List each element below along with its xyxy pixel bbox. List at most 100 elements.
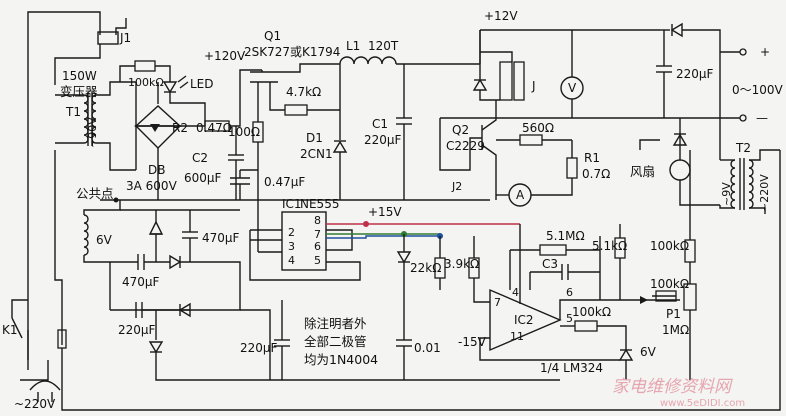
pin-7: 7 [314, 228, 321, 241]
led-resistor [134, 60, 156, 72]
label-c220-out: 220μF [676, 67, 714, 81]
label-15v: +15V [368, 205, 402, 219]
bridge-rectifier-db [134, 82, 205, 200]
output-section [440, 22, 747, 160]
label-t1-primary: ~90V [86, 117, 99, 148]
pin-3: 3 [288, 240, 295, 253]
r-560 [519, 134, 543, 146]
label-r100k-c: 100kΩ [650, 277, 689, 291]
label-meter-a: A [516, 188, 525, 202]
label-r2: R2 [172, 121, 188, 135]
aux-supply [109, 209, 560, 381]
label-r1: R1 [584, 151, 600, 165]
pin-6: 6 [314, 240, 321, 253]
label-common-point: 公共点 [76, 186, 114, 201]
pin-ic2-4: 4 [512, 286, 519, 299]
label-r100k-a: 100kΩ [650, 239, 689, 253]
label-minus15v: -15V [458, 335, 487, 349]
label-c220-b: 220μF [240, 341, 278, 355]
label-r22k: 22kΩ [410, 261, 441, 275]
label-q2: Q2 [452, 123, 469, 137]
label-120v: +120V [204, 49, 246, 63]
label-db-value: 3A 600V [126, 179, 178, 193]
label-r3k9: 3.9kΩ [444, 257, 479, 271]
label-q1: Q1 [264, 29, 281, 43]
label-l1-value: 120T [368, 39, 399, 53]
note-line2: 全部二极管 [304, 334, 367, 349]
label-db: DB [148, 163, 165, 177]
pin-4: 4 [288, 254, 295, 267]
label-r2-value: 0.47Ω [196, 121, 232, 135]
meter-voltmeter [560, 30, 584, 118]
pin-ic2-5: 5 [566, 312, 573, 325]
label-c2-value: 600μF [184, 171, 222, 185]
net-blue [326, 235, 440, 239]
r-100k-c [655, 290, 677, 302]
label-q1-value: 2SK727或K1794 [244, 45, 340, 59]
label-zener-6v: 6V [640, 345, 657, 359]
label-r5m1: 5.1MΩ [546, 229, 585, 243]
label-ic1: IC1 [282, 197, 302, 211]
label-c1-value: 220μF [364, 133, 402, 147]
label-out-plus: + [760, 45, 770, 59]
j1-contact [97, 31, 119, 45]
label-q2-value: C2229 [446, 139, 485, 153]
note-line1: 除注明者外 [304, 316, 367, 331]
meter-ammeter [496, 178, 573, 207]
label-6v-ac: 6V [96, 233, 113, 247]
label-c1: C1 [372, 117, 388, 131]
transformer-t2 [719, 149, 780, 214]
inductor-l1 [339, 56, 480, 65]
label-d1: D1 [306, 131, 323, 145]
label-c220-a: 220μF [118, 323, 156, 337]
label-t1-name: 变压器 [60, 84, 98, 99]
capacitor-c1 [396, 64, 412, 200]
k1-switch [11, 317, 23, 339]
ic2-lm324 [479, 224, 634, 380]
pin-8: 8 [314, 214, 321, 227]
label-led: LED [190, 77, 214, 91]
label-c001: 0.01 [414, 341, 441, 355]
watermark-site: 家电维修资料网 [612, 377, 733, 397]
label-t1-power: 150W [62, 69, 97, 83]
label-l1: L1 [346, 39, 360, 53]
pin-ic2-6: 6 [566, 286, 573, 299]
label-j2: J2 [451, 180, 462, 193]
label-ic1-value: NE555 [300, 197, 339, 211]
label-d1-value: 2CN1 [300, 147, 333, 161]
right-divider [600, 150, 697, 380]
transformer-6v-winding [83, 200, 121, 263]
label-fan: 风扇 [630, 164, 655, 179]
transistor-q2 [439, 100, 572, 200]
relay-j [472, 30, 525, 101]
label-r1-value: 0.7Ω [582, 167, 610, 181]
pin-2: 2 [288, 226, 295, 239]
label-led-resistor: 100kΩ [128, 76, 164, 89]
label-r4k7: 4.7kΩ [286, 85, 321, 99]
label-out-minus: — [756, 111, 768, 125]
label-t2-primary: ~220V [758, 174, 771, 212]
capacitor-047 [230, 169, 258, 200]
label-out-range: 0～100V [732, 83, 784, 97]
r-5m1 [539, 244, 567, 256]
label-c2: C2 [192, 151, 208, 165]
label-r560: 560Ω [522, 121, 554, 135]
label-j1: J1 [119, 31, 131, 45]
label-c047: 0.47μF [264, 175, 305, 189]
capacitor-220-center [274, 300, 290, 380]
pin-ic2-11: 11 [510, 330, 524, 343]
label-p1-value: 1MΩ [662, 323, 689, 337]
label-12v: +12V [484, 9, 518, 23]
r-100k-b [574, 320, 598, 332]
mains-plug [29, 380, 61, 391]
label-t1: T1 [65, 105, 81, 119]
label-k1: K1 [2, 323, 18, 337]
feedback-network [396, 234, 490, 380]
pin-5: 5 [314, 254, 321, 267]
resistor-r1 [566, 140, 578, 179]
label-p1: P1 [666, 307, 681, 321]
label-mains: ~220V [14, 397, 56, 411]
mains-wiring [11, 11, 781, 411]
